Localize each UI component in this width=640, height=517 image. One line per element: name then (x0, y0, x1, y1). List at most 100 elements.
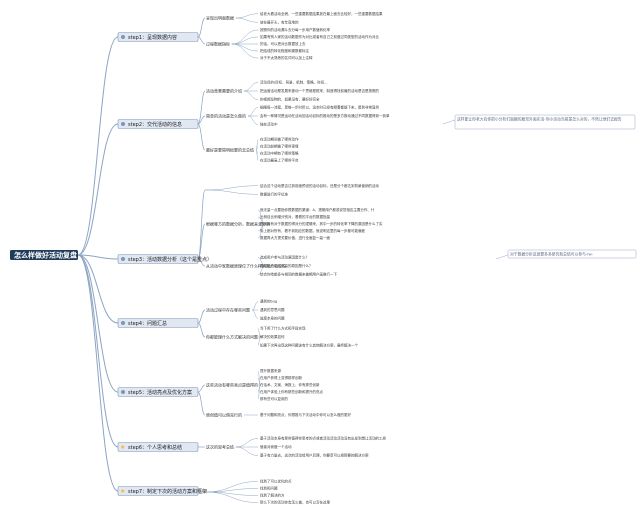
step-node[interactable] (117, 442, 199, 452)
leaf-item: 给老大看活动全貌，一些重要数据结果放在最上面去比较好，一些重要数据结果 (260, 11, 383, 16)
connector-line (243, 90, 259, 100)
step-node[interactable] (117, 254, 199, 264)
leaf-item: 比例目比例增分别对，看看的平台的数据指量 (260, 214, 330, 219)
connector-line (197, 123, 206, 151)
leaf-item: 的视频及物的，如果没有，要好好完全 (260, 97, 320, 102)
leaf-item: 基于活动本身有那些值得你思考的点或者活动活动活动没有出发到想让活动的工质 (260, 436, 386, 441)
step-node[interactable] (117, 387, 199, 397)
leaf-item: 在活动中期有了哪些策略 (260, 151, 299, 156)
leaf-item: 提升数据来源 (260, 368, 281, 373)
subtopic-label: 最好是要简明扼要的去总结 (206, 146, 254, 152)
leaf-item: 那有些可以复用的 (260, 396, 288, 401)
leaf-item: 如果下次再出现这种问题该有什么其他解决方案，最终解决一个 (260, 343, 358, 348)
root-title: 怎么样做好活动复盘 (14, 251, 77, 260)
leaf-item: 结合你给都多与相同的数据来做期用户画像行一下 (260, 272, 337, 277)
connector-line (77, 254, 119, 492)
subtopic-label: 从活动中家数据原理位了什么样的观点和论论 (206, 262, 286, 268)
connector-line (243, 82, 259, 92)
connector-line (231, 43, 259, 52)
step-node[interactable] (117, 318, 199, 328)
leaf-item: 基于有力量去，这次的活动给用户后理，你要意可以把那要的解决方案 (260, 453, 369, 458)
leaf-item: 的话，可以把对比数据放上去 (260, 41, 306, 46)
connector-line (197, 391, 206, 416)
connector-line (204, 189, 259, 195)
leaf-item: 遇到的意思问题 (260, 307, 285, 312)
connector-line (197, 258, 206, 267)
leaf-item: 找到了解决的方 (260, 493, 285, 498)
connector-line (77, 254, 119, 324)
connector-line (197, 490, 206, 493)
leaf-item: 在用户获得上变得那样创新 (260, 375, 302, 380)
connector-line (235, 17, 259, 23)
subtopic-label: 简单的活动是怎么做的 (206, 112, 246, 118)
connector-line (77, 254, 119, 448)
connector-line (257, 336, 261, 346)
star-icon: ★ (120, 488, 125, 495)
connector-line (235, 13, 259, 19)
step-icon (121, 390, 125, 394)
connector-line (252, 309, 259, 319)
step-label: step1：呈现数据内容 (128, 34, 177, 41)
step-node[interactable] (117, 32, 199, 42)
leaf-item: 在活动最高上了哪些平台 (260, 158, 299, 163)
leaf-item: 按照你的活动漏斗去分每一步用户数值转化率 (260, 27, 330, 32)
connector-line (252, 301, 259, 311)
note-connector (495, 254, 509, 260)
note-text: 这样能让你老大有你把小分析们面额的着形外面实活-你小活动当前是怎么对的，不然让他… (457, 117, 622, 122)
connector-line (77, 254, 119, 393)
leaf-item: 数据进行的平位准 (260, 191, 288, 196)
subtopic-label: 原创值可以借完行的 (206, 411, 242, 417)
subtopic-label: 过程数据指标 (206, 40, 230, 46)
step-label: step2：交代活动的信息 (128, 121, 182, 128)
connector-line (197, 309, 206, 324)
connector-lines (77, 13, 509, 503)
connector-line (257, 223, 266, 239)
step-node[interactable] (117, 486, 199, 496)
connector-line (257, 384, 261, 400)
leaf-item: 解决的效果如何 (260, 334, 285, 339)
step-label: step3：活动数据分析（这个是重点） (128, 256, 212, 263)
leaf-item: 把运营活动是发展来被动一个思维框框来，制造得找前最的活动是否是按照的 (260, 88, 379, 93)
root-node[interactable] (10, 250, 78, 260)
leaf-item: 当下用了什么方式和手段实现 (260, 326, 306, 331)
step-label: step5：活动亮点及优化方案 (128, 389, 192, 396)
note-box (454, 114, 636, 130)
step-icon (121, 257, 125, 261)
step-label: step6：个人思考和总结 (128, 444, 182, 451)
note-box (507, 249, 637, 259)
step-icon (121, 122, 125, 126)
star-icon: ★ (120, 444, 125, 451)
step-node[interactable] (117, 119, 199, 129)
step-icon (121, 321, 125, 325)
leaf-item: 活动目的/目标、背景、机制、策略、时间… (260, 80, 328, 85)
connector-line (204, 185, 259, 191)
connector-line (257, 265, 266, 275)
leaf-item: 如果有别人家的活动数据作为对比或者有自己之前做过同类型的活动作为对比 (260, 34, 379, 39)
subtopic-label: 这次的思考总结 (206, 443, 234, 449)
connector-line (77, 123, 119, 256)
connector-line (197, 17, 206, 38)
leaf-item: 数据再大方提关要价值，进行全面复一高一面 (260, 235, 330, 240)
mind-map-nodes: 怎么样做好活动复盘step1：呈现数据内容呈现出明面数据给老大看活动全貌，一些重… (10, 11, 637, 505)
connector-line (77, 36, 119, 256)
connector-line (197, 384, 206, 393)
step-label: step7：制定下次的活动方案和框架 (128, 488, 207, 495)
subtopic-label: 活动背景需要的介绍 (206, 87, 242, 93)
connector-line (235, 446, 259, 456)
connector-line (204, 491, 259, 503)
connector-line (235, 438, 259, 448)
step-label: step4：问题汇总 (128, 320, 167, 327)
leaf-item: 那么下次的活动你会怎么做，也可以写在这里 (260, 500, 330, 505)
leaf-item: 在活动前期做了哪些事情 (260, 144, 299, 149)
leaf-item: 对于不太熟悉的名词可以加上注释 (260, 55, 313, 60)
leaf-item: 再次最有对于数据的得对分的逻辑来，其中一步的转化率下降的原因是什么了实 (260, 221, 383, 226)
leaf-item: 结合这个活动是否达到前面预设的活动目标，还是分个都达到背景营销的活动 (260, 183, 379, 188)
leaf-item: 独在活动中 (260, 122, 278, 127)
subtopic-label: 这些活动有哪些亮点是值得的 (206, 381, 258, 387)
leaf-item: 进度本身的问题 (260, 316, 285, 321)
subtopic-label: 根据哪方的数据分析，数据来去分析 (206, 220, 270, 226)
connector-line (197, 322, 206, 338)
leaf-item: 在用户体验上你有那些创新和提升的亮点 (260, 389, 323, 394)
connector-line (197, 90, 206, 125)
connector-line (231, 29, 259, 45)
